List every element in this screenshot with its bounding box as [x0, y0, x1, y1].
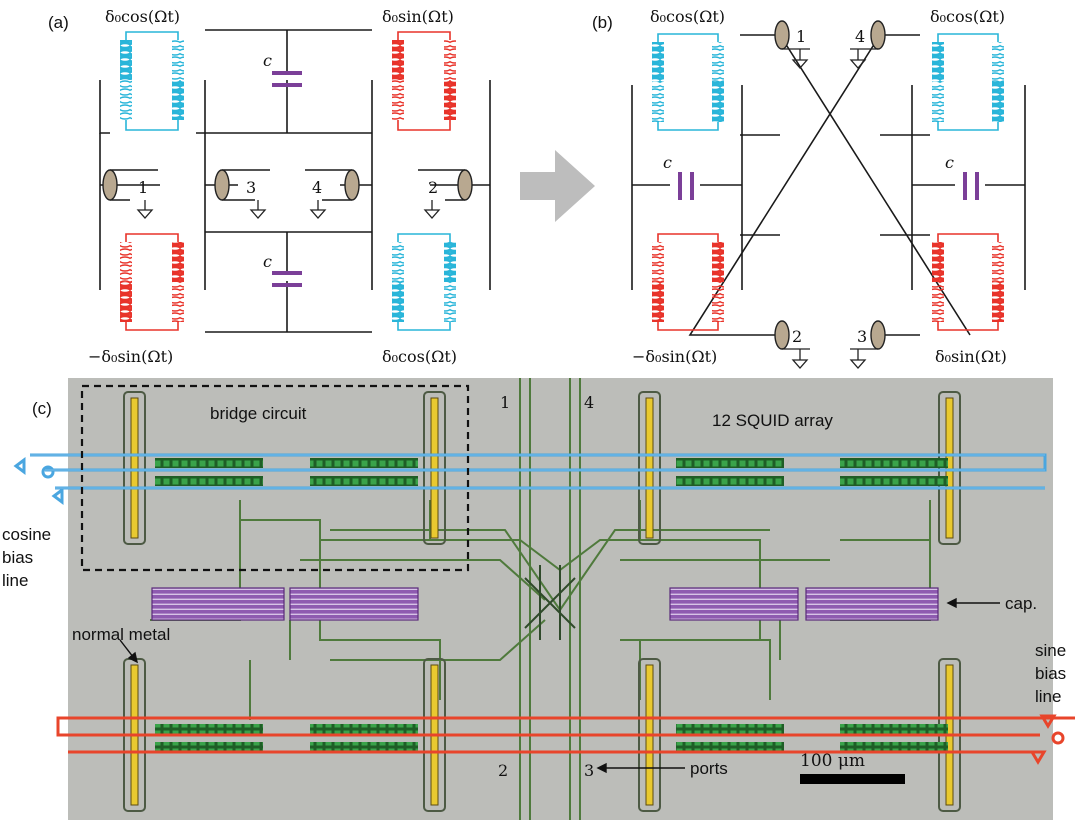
- chip-port-1: 1: [500, 393, 510, 412]
- chip-capacitor-right: [669, 587, 939, 621]
- port-label-a-1: 1: [138, 178, 148, 197]
- cap-label: cap.: [1005, 594, 1037, 613]
- cap-arrow: [946, 597, 1000, 609]
- ports-arrow: [596, 762, 685, 774]
- port-label-a-3: 3: [246, 178, 256, 197]
- squid-unit-b-bl: [652, 233, 724, 331]
- chip-capacitor-left: [151, 587, 419, 621]
- port-a-4: [305, 169, 360, 219]
- port-label-b-2: 2: [792, 327, 802, 346]
- label-b-top-right: δ₀cos(Ωt): [930, 7, 1005, 26]
- squid-unit-a-br: [392, 233, 456, 331]
- cap-label-a-bottom: c: [263, 252, 272, 271]
- squid-unit-a-bl: [120, 233, 184, 331]
- panel-a: (a): [48, 7, 491, 366]
- panel-c-label: (c): [32, 399, 52, 418]
- panel-b-label: (b): [592, 13, 613, 32]
- capacitor-b-left: [678, 172, 694, 200]
- squid-unit-a-tr: [392, 31, 456, 131]
- port-label-a-2: 2: [428, 178, 438, 197]
- port-label-a-4: 4: [312, 178, 322, 197]
- panel-a-label: (a): [48, 13, 69, 32]
- port-label-b-4: 4: [855, 27, 865, 46]
- cap-label-a-top: c: [263, 51, 272, 70]
- chip-crossover: [524, 565, 576, 640]
- cap-label-b-left: c: [663, 153, 672, 172]
- normal-metal-arrow: [119, 639, 139, 664]
- bridge-circuit-box: [80, 384, 470, 572]
- scale-label: 100 μm: [800, 751, 865, 771]
- cosine-bias-label-2: bias: [2, 548, 33, 567]
- port-b-1: [774, 20, 810, 69]
- port-a-3: [214, 169, 270, 219]
- port-b-3: [849, 320, 886, 369]
- port-label-b-3: 3: [857, 327, 867, 346]
- label-a-top-right: δ₀sin(Ωt): [382, 7, 454, 26]
- chip-port-3: 3: [584, 761, 594, 780]
- squid-arrays: [155, 458, 948, 752]
- label-b-bottom-right: δ₀sin(Ωt): [935, 347, 1007, 366]
- label-b-bottom-left: −δ₀sin(Ωt): [632, 347, 717, 366]
- normal-metal-label: normal metal: [72, 625, 170, 644]
- panel-c: (c): [2, 378, 1075, 820]
- port-a-1: [102, 169, 158, 219]
- sine-bias-lines: [56, 714, 1075, 765]
- cosine-bias-label-3: line: [2, 571, 28, 590]
- squid-unit-b-tl: [652, 33, 724, 131]
- scale-bar: [800, 774, 905, 784]
- transform-arrow: [520, 150, 595, 222]
- ports-label: ports: [690, 759, 728, 778]
- capacitor-b-right: [963, 172, 979, 200]
- sine-bias-label-3: line: [1035, 687, 1061, 706]
- chip-port-2: 2: [498, 761, 508, 780]
- label-b-top-left: δ₀cos(Ωt): [650, 7, 725, 26]
- sine-bias-label-1: sine: [1035, 641, 1066, 660]
- cap-label-b-right: c: [945, 153, 954, 172]
- port-b-2: [774, 320, 810, 369]
- sine-bias-label-2: bias: [1035, 664, 1066, 683]
- port-b-4: [849, 20, 886, 69]
- chip-port-4: 4: [584, 393, 594, 412]
- label-a-bottom-left: −δ₀sin(Ωt): [88, 347, 173, 366]
- port-a-2: [418, 169, 473, 219]
- port-label-b-1: 1: [796, 27, 806, 46]
- capacitor-a-top: [272, 71, 302, 87]
- label-a-top-left: δ₀cos(Ωt): [105, 7, 180, 26]
- panel-b: (b): [592, 7, 1026, 369]
- squid-unit-a-tl: [120, 31, 184, 131]
- capacitor-a-bottom: [272, 271, 302, 287]
- squid-unit-b-tr: [932, 33, 1004, 131]
- squid-array-label: 12 SQUID array: [712, 411, 833, 430]
- label-a-bottom-right: δ₀cos(Ωt): [382, 347, 457, 366]
- cosine-bias-label-1: cosine: [2, 525, 51, 544]
- squid-unit-b-br: [932, 233, 1004, 331]
- bridge-circuit-label: bridge circuit: [210, 404, 307, 423]
